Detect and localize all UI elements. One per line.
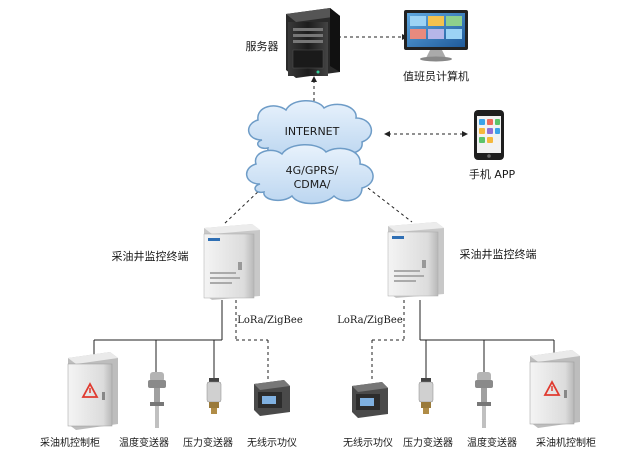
connection-lines bbox=[93, 34, 555, 380]
cloud-cellular: 4G/GPRS/ CDMA/ bbox=[246, 144, 374, 205]
cloud-terminal-right-link bbox=[367, 187, 413, 223]
device-right-3-label: 温度变送器 bbox=[467, 436, 517, 449]
mobile-app-label: 手机 APP bbox=[469, 167, 516, 181]
arrow-head bbox=[311, 76, 317, 82]
device-right-2-label: 压力变送器 bbox=[403, 436, 453, 449]
link-left-label: LoRa/ZigBee bbox=[237, 315, 303, 326]
wireless-dynamometer-icon bbox=[352, 382, 388, 418]
control-cabinet-icon bbox=[203, 224, 260, 300]
link-right-label: LoRa/ZigBee bbox=[337, 315, 403, 326]
smartphone-icon bbox=[474, 110, 504, 160]
pump-control-cabinet-icon bbox=[529, 350, 580, 428]
device-right-4-label: 采油机控制柜 bbox=[536, 436, 596, 449]
desktop-monitor-icon bbox=[404, 10, 468, 62]
device-left-3-label: 压力变送器 bbox=[183, 436, 233, 449]
wireless-dynamometer-icon bbox=[254, 380, 290, 416]
pump-control-cabinet-icon bbox=[67, 352, 118, 430]
terminal-left-label: 采油井监控终端 bbox=[112, 249, 189, 263]
device-left-1-label: 采油机控制柜 bbox=[40, 436, 100, 449]
pressure-transmitter-icon bbox=[418, 378, 434, 414]
arrow-head bbox=[462, 131, 468, 137]
cloud-internet-label: INTERNET bbox=[285, 125, 340, 138]
cloud-cellular-line1: 4G/GPRS/ bbox=[286, 164, 339, 177]
temperature-transmitter-icon bbox=[475, 372, 493, 428]
duty-pc-label: 值班员计算机 bbox=[403, 69, 469, 83]
device-right-1-label: 无线示功仪 bbox=[343, 436, 393, 449]
control-cabinet-icon bbox=[387, 222, 444, 298]
server-label: 服务器 bbox=[246, 40, 279, 53]
pressure-transmitter-icon bbox=[206, 378, 222, 414]
device-left-2-label: 温度变送器 bbox=[119, 436, 169, 449]
cloud-terminal-left-link bbox=[223, 187, 263, 225]
temperature-transmitter-icon bbox=[148, 372, 166, 428]
server-tower-icon bbox=[286, 8, 340, 78]
cloud-cellular-line2: CDMA/ bbox=[294, 178, 331, 191]
terminal-right-label: 采油井监控终端 bbox=[460, 247, 537, 261]
arrow-head bbox=[384, 131, 390, 137]
device-left-4-label: 无线示功仪 bbox=[247, 436, 297, 449]
